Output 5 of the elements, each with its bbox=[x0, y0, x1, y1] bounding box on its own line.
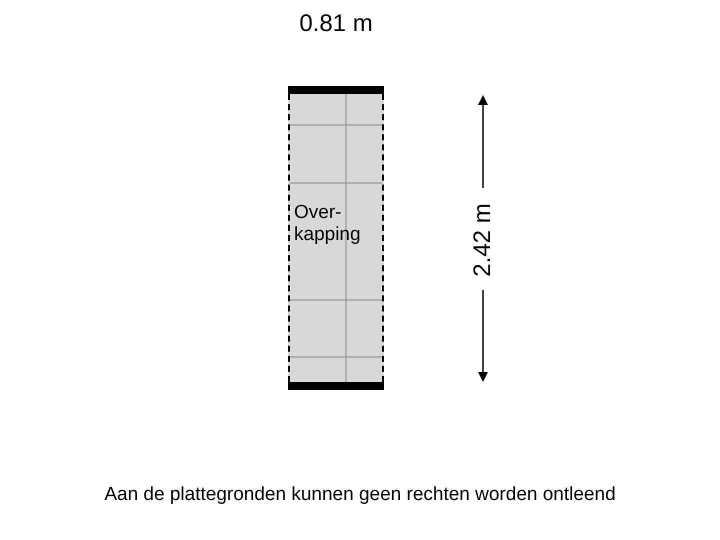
dimension-label: 2.42 m bbox=[469, 202, 497, 279]
dimension-label: 0.81 m bbox=[298, 10, 374, 38]
room-floor bbox=[288, 94, 384, 382]
disclaimer-text: Aan de plattegronden kunnen geen rechten worden ontleend bbox=[103, 484, 617, 506]
room-name: Over- kapping bbox=[294, 202, 362, 246]
